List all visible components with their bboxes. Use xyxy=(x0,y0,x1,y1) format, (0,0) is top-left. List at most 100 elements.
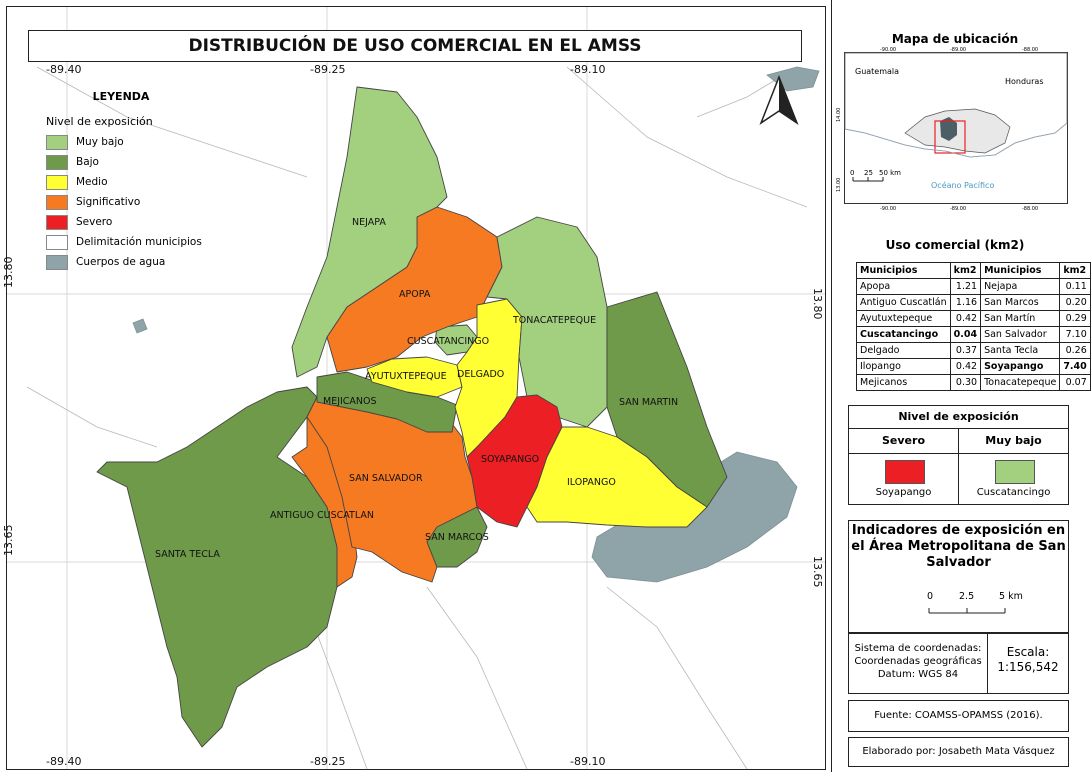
tick-right-y1: 13.80 xyxy=(811,288,824,320)
exposure-title: Nivel de exposición xyxy=(849,406,1068,429)
muni-san-marcos xyxy=(426,506,488,568)
legend-swatch xyxy=(46,134,68,150)
legend-item: Medio xyxy=(46,172,222,192)
table-header: km2 xyxy=(1059,262,1091,279)
map-title: DISTRIBUCIÓN DE USO COMERCIAL EN EL AMSS xyxy=(28,30,802,62)
legend-swatch xyxy=(46,174,68,190)
muni-soyapango xyxy=(466,394,563,528)
label-antiguo-cuscatlan: ANTIGUO CUSCATLAN xyxy=(270,510,374,521)
table-cell: 0.26 xyxy=(1059,342,1091,359)
inset-scale-bar xyxy=(852,177,884,182)
table-cell: 0.07 xyxy=(1059,374,1091,391)
municipalities xyxy=(96,86,728,748)
exposure-box: Nivel de exposición Severo Muy bajo Soya… xyxy=(848,405,1069,505)
north-arrow-icon xyxy=(759,74,799,125)
tick-top-x2: -89.25 xyxy=(310,63,346,76)
inset-top-tick-3: -88.00 xyxy=(1022,47,1039,53)
table-cell: 0.37 xyxy=(949,342,982,359)
main-map: NEJAPA APOPA TONACATEPEQUE CUSCATANCINGO… xyxy=(7,7,825,770)
label-delgado: DELGADO xyxy=(457,369,504,380)
legend-item-label: Delimitación municipios xyxy=(76,236,202,248)
inset-scale-50: 50 km xyxy=(879,169,902,177)
muni-santa-tecla xyxy=(96,386,338,748)
table-cell: 1.16 xyxy=(949,294,982,311)
legend-swatch xyxy=(46,254,68,270)
table-cell: Cuscatancingo xyxy=(856,326,951,343)
main-map-frame: NEJAPA APOPA TONACATEPEQUE CUSCATANCINGO… xyxy=(6,6,826,770)
inset-bottom-tick-3: -88.00 xyxy=(1022,206,1039,212)
label-san-salvador: SAN SALVADOR xyxy=(349,473,423,484)
inset-left-tick-1: 14.00 xyxy=(836,107,842,122)
table-cell: Mejicanos xyxy=(856,374,951,391)
source-text: Fuente: COAMSS-OPAMSS (2016). xyxy=(848,700,1069,732)
exposure-low-header: Muy bajo xyxy=(985,434,1042,447)
exposure-low-muni: Cuscatancingo xyxy=(976,487,1051,498)
legend-swatch xyxy=(46,154,68,170)
table-cell: 0.30 xyxy=(949,374,982,391)
tick-bottom-x2: -89.25 xyxy=(310,755,346,768)
tick-left-y1: 13.80 xyxy=(2,256,15,289)
inset-title: Mapa de ubicación xyxy=(891,32,1019,46)
label-cuscatancingo: CUSCATANCINGO xyxy=(407,336,489,347)
table-cell: Santa Tecla xyxy=(980,342,1061,359)
legend-item-label: Muy bajo xyxy=(76,136,124,148)
legend-item: Severo xyxy=(46,212,222,232)
tick-right-y2: 13.65 xyxy=(811,556,824,588)
scale-0: 0 xyxy=(927,591,934,602)
indicators-box: Indicadores de exposición en el Área Met… xyxy=(848,520,1069,634)
inset-amss xyxy=(940,117,957,141)
inset-top-tick-1: -90.00 xyxy=(880,47,897,53)
label-santa-tecla: SANTA TECLA xyxy=(155,549,220,560)
table-cell: Tonacatepeque xyxy=(980,374,1061,391)
table-cell: Ilopango xyxy=(856,358,951,375)
table-cell: 0.20 xyxy=(1059,294,1091,311)
tick-left-y2: 13.65 xyxy=(2,524,15,557)
muni-nejapa xyxy=(291,86,448,378)
inset-top-tick-2: -89.00 xyxy=(950,47,967,53)
tick-top-x3: -89.10 xyxy=(570,63,606,76)
label-ayutuxtepeque: AYUTUXTEPEQUE xyxy=(365,371,447,382)
tick-top-x1: -89.40 xyxy=(46,63,82,76)
table-header: Municipios xyxy=(980,262,1061,279)
legend-item: Cuerpos de agua xyxy=(46,252,222,272)
muni-ilopango xyxy=(526,426,708,528)
table-cell: San Marcos xyxy=(980,294,1061,311)
inset-scale-25: 25 xyxy=(864,169,873,177)
label-tonacatepeque: TONACATEPEQUE xyxy=(512,315,596,326)
inset-map: Guatemala Honduras Océano Pacífico 0 25 … xyxy=(844,52,1068,204)
inset-highlight-box xyxy=(934,120,966,154)
table-cell: 0.29 xyxy=(1059,310,1091,327)
tick-bottom-x3: -89.10 xyxy=(570,755,606,768)
right-panel xyxy=(831,0,1083,772)
coord-system: Sistema de coordenadas: Coordenadas geog… xyxy=(849,633,988,693)
table-cell: Apopa xyxy=(856,278,951,295)
legend-item: Bajo xyxy=(46,152,222,172)
table-title: Uso comercial (km2) xyxy=(885,238,1025,252)
scale-5km: 5 km xyxy=(999,591,1023,602)
legend-item-label: Cuerpos de agua xyxy=(76,256,166,268)
coord-line-2: Coordenadas geográficas xyxy=(854,656,982,667)
inset-bottom-tick-2: -89.00 xyxy=(950,206,967,212)
legend-swatch xyxy=(46,234,68,250)
table-cell: Ayutuxtepeque xyxy=(856,310,951,327)
table-cell: 0.04 xyxy=(949,326,982,343)
table-header-row: Municipios km2 Municipios km2 xyxy=(856,262,1091,279)
table-cell: 1.21 xyxy=(949,278,982,295)
inset-left-tick-2: 13.00 xyxy=(836,177,842,192)
label-nejapa: NEJAPA xyxy=(352,217,386,228)
table-cell: 0.42 xyxy=(949,358,982,375)
table-cell: San Martín xyxy=(980,310,1061,327)
legend-swatch xyxy=(46,214,68,230)
legend-item-label: Significativo xyxy=(76,196,141,208)
label-ilopango: ILOPANGO xyxy=(567,477,616,488)
municipality-labels: NEJAPA APOPA TONACATEPEQUE CUSCATANCINGO… xyxy=(155,217,678,560)
table-header: Municipios xyxy=(856,262,951,279)
